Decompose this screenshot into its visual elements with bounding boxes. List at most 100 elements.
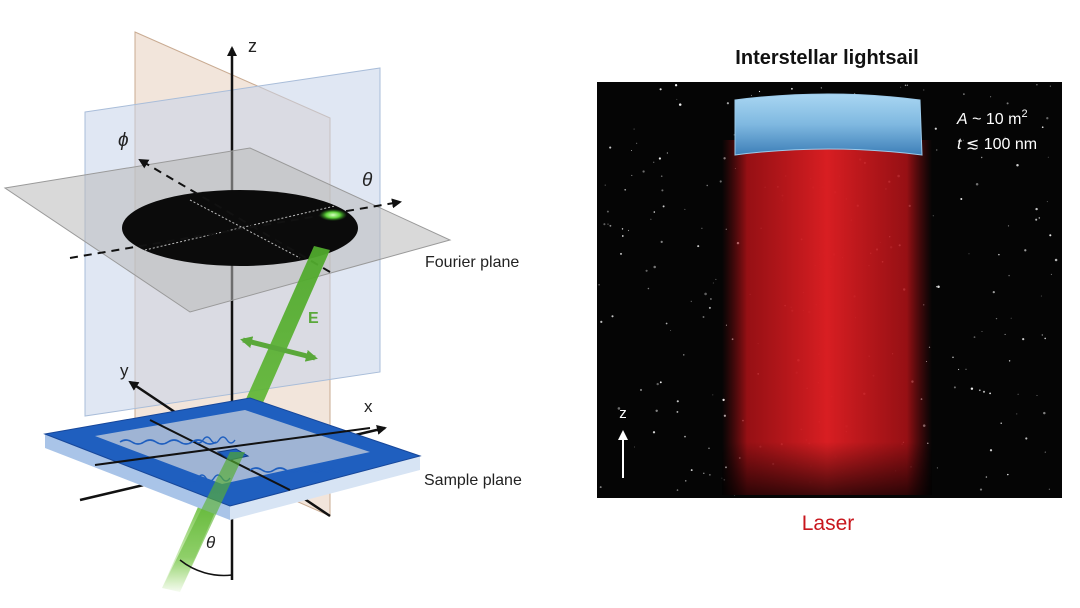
star (715, 278, 717, 280)
star (1036, 395, 1038, 396)
star (1041, 334, 1044, 336)
star (726, 102, 729, 105)
star (980, 156, 983, 159)
star (733, 134, 735, 136)
star (995, 317, 998, 320)
star (662, 205, 665, 208)
phi-label: ϕ (118, 130, 129, 151)
star (655, 409, 658, 413)
star (1047, 156, 1049, 158)
star (676, 400, 679, 403)
star (968, 253, 970, 255)
star (975, 183, 979, 186)
star (962, 139, 964, 141)
axis-z-label: z (248, 36, 257, 56)
star (1007, 225, 1010, 227)
star (653, 211, 656, 213)
star (985, 476, 988, 478)
star (676, 98, 678, 100)
star (1046, 201, 1048, 203)
star (703, 472, 705, 475)
axis-x-label: x (364, 397, 373, 416)
star (660, 240, 663, 244)
thickness-symbol: t (957, 136, 962, 153)
star (963, 93, 965, 95)
star (990, 96, 992, 98)
star (953, 386, 956, 389)
star (676, 489, 679, 491)
star (645, 269, 648, 272)
star (934, 127, 937, 130)
star (658, 157, 662, 160)
star (653, 265, 656, 269)
star (697, 245, 700, 248)
star (656, 382, 659, 386)
star (906, 84, 909, 86)
star (702, 316, 705, 318)
star (1008, 360, 1011, 362)
star (661, 189, 664, 192)
field-e-label: E (308, 310, 319, 327)
star (998, 253, 1000, 256)
star (1040, 295, 1042, 297)
z-direction-label: z (619, 405, 627, 422)
star (606, 210, 609, 213)
star (1041, 126, 1044, 129)
star (1017, 393, 1019, 395)
star (978, 389, 981, 392)
star (1046, 117, 1049, 120)
star (1022, 337, 1025, 341)
star (674, 84, 678, 87)
star (979, 488, 983, 491)
star (904, 84, 907, 87)
star (1024, 249, 1027, 252)
star (708, 447, 710, 450)
star (621, 228, 624, 230)
star (1006, 102, 1009, 105)
star (965, 368, 967, 370)
lightsail (734, 93, 923, 156)
star (1025, 437, 1028, 440)
sample-plane-label: Sample plane (424, 472, 522, 489)
diffraction-spot (319, 209, 347, 221)
star (932, 215, 934, 217)
star (734, 494, 736, 496)
star (712, 394, 714, 396)
star (1035, 207, 1038, 211)
star (653, 161, 655, 163)
star (758, 90, 761, 93)
fourier-plane-label: Fourier plane (425, 254, 519, 271)
panel-title: Interstellar lightsail (735, 47, 918, 69)
star (690, 300, 692, 303)
star (600, 320, 603, 323)
star (750, 94, 752, 96)
star (634, 446, 636, 448)
theta-arc (179, 559, 233, 577)
thickness-annotation: t ≲ 100 nm (957, 136, 1037, 153)
star (659, 88, 662, 91)
star (960, 198, 963, 200)
star (684, 208, 686, 210)
phi-axis-dashed (138, 158, 331, 273)
star (659, 381, 662, 384)
star (981, 331, 983, 332)
star (624, 188, 627, 191)
area-value: ~ 10 m (968, 111, 1022, 128)
star (992, 290, 995, 294)
star (1010, 317, 1012, 319)
polarization-arrow (240, 336, 318, 362)
star (599, 486, 602, 489)
star (1048, 488, 1051, 490)
disc-dotted-line-b (189, 199, 301, 259)
star (973, 336, 976, 338)
star (706, 184, 708, 187)
star (633, 128, 635, 130)
star (660, 175, 663, 178)
star (683, 354, 685, 356)
star (958, 368, 960, 371)
star (631, 174, 633, 176)
star (603, 223, 606, 226)
star (952, 356, 954, 359)
star (900, 86, 902, 88)
star (1044, 337, 1047, 340)
